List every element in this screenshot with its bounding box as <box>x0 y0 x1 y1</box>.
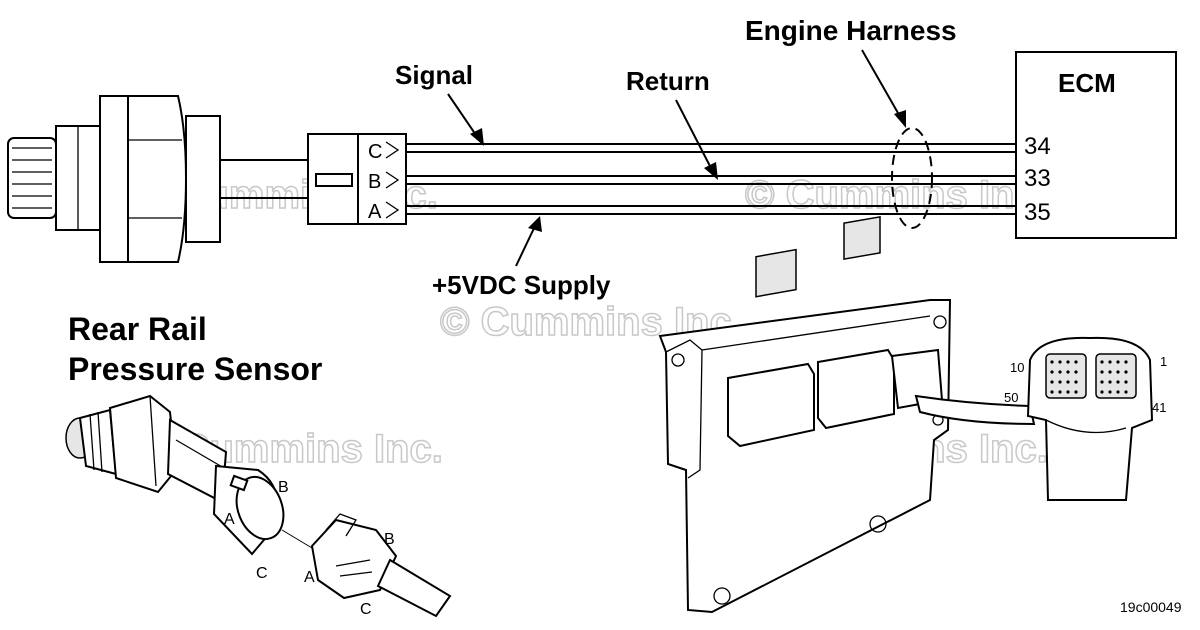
sensor-thread-tip <box>7 137 57 219</box>
callouts: Engine Harness Signal Return +5VDC Suppl… <box>68 15 1182 615</box>
connector-pin-c: C <box>368 141 382 163</box>
label-engine-harness: Engine Harness <box>745 15 957 46</box>
sensor-side-view <box>7 95 310 263</box>
watermark-2: © Cummins Inc. <box>745 173 1048 217</box>
plug-pin-c: C <box>360 601 372 618</box>
arrow-harness <box>894 110 906 128</box>
ecm-plate <box>658 299 952 614</box>
zoom-label-50: 50 <box>1004 390 1018 405</box>
sensor-collar <box>185 115 221 243</box>
ecm-module <box>658 215 1036 614</box>
connector-pin-b: B <box>368 171 381 193</box>
wires <box>406 127 1016 229</box>
arrow-return <box>704 162 718 180</box>
sensor-p-pin-b: B <box>278 479 289 496</box>
ecm-cable <box>914 394 1036 426</box>
zoom-label-10: 10 <box>1010 360 1024 375</box>
label-supply: +5VDC Supply <box>432 270 611 300</box>
sensor-title-line1: Rear Rail <box>68 311 207 347</box>
harness-ellipse <box>891 127 933 229</box>
figure-id: 19c00049 <box>1120 599 1182 615</box>
sensor-hex-body <box>127 95 188 263</box>
ecm-title: ECM <box>1058 68 1116 98</box>
sensor-title-line2: Pressure Sensor <box>68 351 322 387</box>
ecm-pin-34: 34 <box>1024 133 1051 160</box>
zoom-pin-block-left <box>1045 353 1087 399</box>
ecm-pin-35: 35 <box>1024 199 1051 226</box>
sensor-p-pin-a: A <box>224 511 235 528</box>
ecm-connector-zoom: 10 1 50 41 <box>1004 336 1167 501</box>
ecm-connector-2 <box>817 348 895 430</box>
ecm-pin-33: 33 <box>1024 165 1051 192</box>
zoom-label-1: 1 <box>1160 354 1167 369</box>
sensor-p-hex <box>108 394 178 494</box>
inline-connector: C B A <box>307 133 407 225</box>
plug-pin-b: B <box>384 531 395 548</box>
connector-pin-a: A <box>368 201 382 223</box>
zoom-label-41: 41 <box>1152 400 1166 415</box>
connector-latch <box>315 173 353 187</box>
arrow-supply <box>528 216 542 232</box>
arrow-signal <box>470 128 484 146</box>
connector-pin-block <box>357 133 407 225</box>
label-return: Return <box>626 66 710 96</box>
plug-pin-a: A <box>304 569 315 586</box>
label-signal: Signal <box>395 60 473 90</box>
ecm-rect <box>1015 51 1177 239</box>
sensor-perspective: B A C B A C <box>65 394 452 618</box>
sensor-p-pin-c: C <box>256 565 268 582</box>
ecm-box: ECM 34 33 35 <box>1015 51 1177 239</box>
plug-cable <box>376 558 452 618</box>
sensor-hex-left <box>99 95 129 263</box>
ecm-connector-1 <box>727 362 815 448</box>
zoom-pin-block-right <box>1095 353 1137 399</box>
